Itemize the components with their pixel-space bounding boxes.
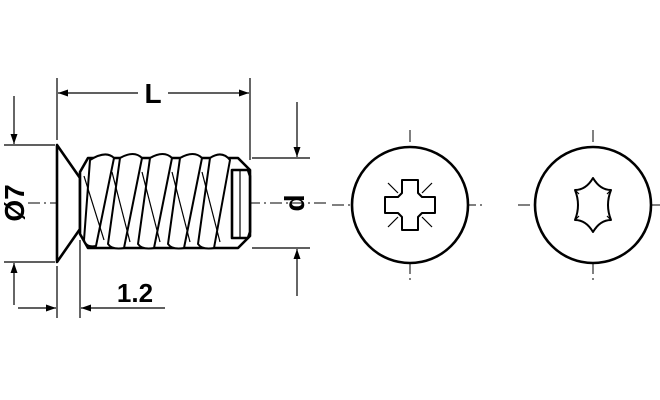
dimension-head-height: 1.2	[18, 240, 165, 318]
screw-side-view	[28, 143, 330, 264]
length-label: L	[144, 78, 161, 109]
torx-drive-icon	[518, 130, 660, 282]
thread-roots	[83, 171, 221, 243]
dimension-thread-diameter: d	[252, 102, 310, 296]
pozidriv-drive-icon	[332, 130, 482, 282]
screw-head	[55, 143, 82, 264]
thread-flights	[83, 153, 231, 250]
head-diameter-label: Ø7	[0, 184, 30, 221]
head-height-label: 1.2	[117, 278, 153, 308]
dimension-head-diameter: Ø7	[0, 96, 55, 305]
screw-tip	[230, 168, 252, 240]
thread-diameter-label: d	[279, 194, 310, 211]
dimension-length: L	[56, 78, 251, 160]
